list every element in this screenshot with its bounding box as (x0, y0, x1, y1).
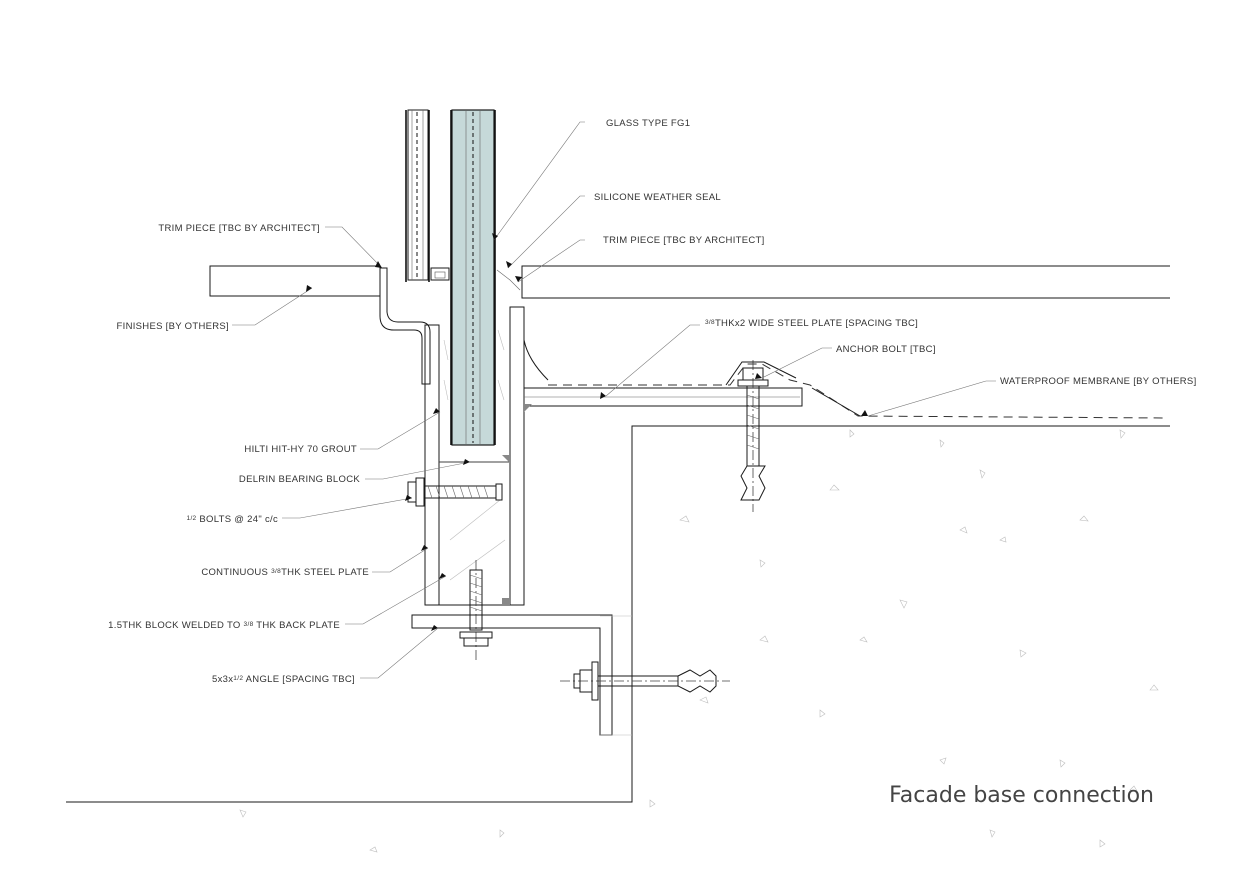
label-silicone-seal: SILICONE WEATHER SEAL (594, 192, 721, 203)
label-delrin-block: DELRIN BEARING BLOCK (239, 474, 360, 485)
label-glass-type: GLASS TYPE FG1 (606, 118, 690, 129)
drawing-caption: Facade base connection (889, 783, 1154, 808)
anchor-bolt-vertical (737, 360, 769, 512)
finishes-left (209, 265, 381, 297)
label-welded-block: 1.5THK BLOCK WELDED TO 3/8 THK BACK PLAT… (108, 620, 340, 631)
label-waterproof-membrane: WATERPROOF MEMBRANE [BY OTHERS] (1000, 376, 1197, 387)
steel-plate-horizontal (523, 339, 803, 412)
label-continuous-plate: CONTINUOUS 3/8THK STEEL PLATE (201, 567, 369, 578)
label-trim-piece-right: TRIM PIECE [TBC BY ARCHITECT] (603, 235, 765, 246)
trim-piece-right (496, 269, 521, 291)
label-steel-plate: 3/8THKx2 WIDE STEEL PLATE [SPACING TBC] (705, 318, 918, 329)
glass-unit (405, 109, 496, 446)
bolt-vertical-angle (459, 560, 493, 660)
label-bolts: 1/2 BOLTS @ 24" c/c (187, 514, 278, 525)
bolt-horizontal (407, 477, 503, 507)
anchor-horizontal (560, 661, 730, 701)
label-anchor-bolt: ANCHOR BOLT [TBC] (836, 344, 936, 355)
steel-angle (411, 614, 632, 736)
bearing-block (438, 455, 511, 606)
concrete-slab (66, 425, 1170, 853)
label-trim-piece-left: TRIM PIECE [TBC BY ARCHITECT] (158, 223, 320, 234)
waterproof-membrane (548, 361, 1166, 419)
leaders (232, 121, 996, 679)
annotation-labels: GLASS TYPE FG1 SILICONE WEATHER SEAL TRI… (108, 118, 1196, 685)
label-hilti-grout: HILTI HIT-HY 70 GROUT (244, 444, 357, 455)
trim-piece-left (379, 267, 431, 385)
label-finishes: FINISHES [BY OTHERS] (117, 321, 229, 332)
label-angle: 5x3x1/2 ANGLE [SPACING TBC] (212, 674, 355, 685)
finishes-right (521, 265, 1170, 299)
